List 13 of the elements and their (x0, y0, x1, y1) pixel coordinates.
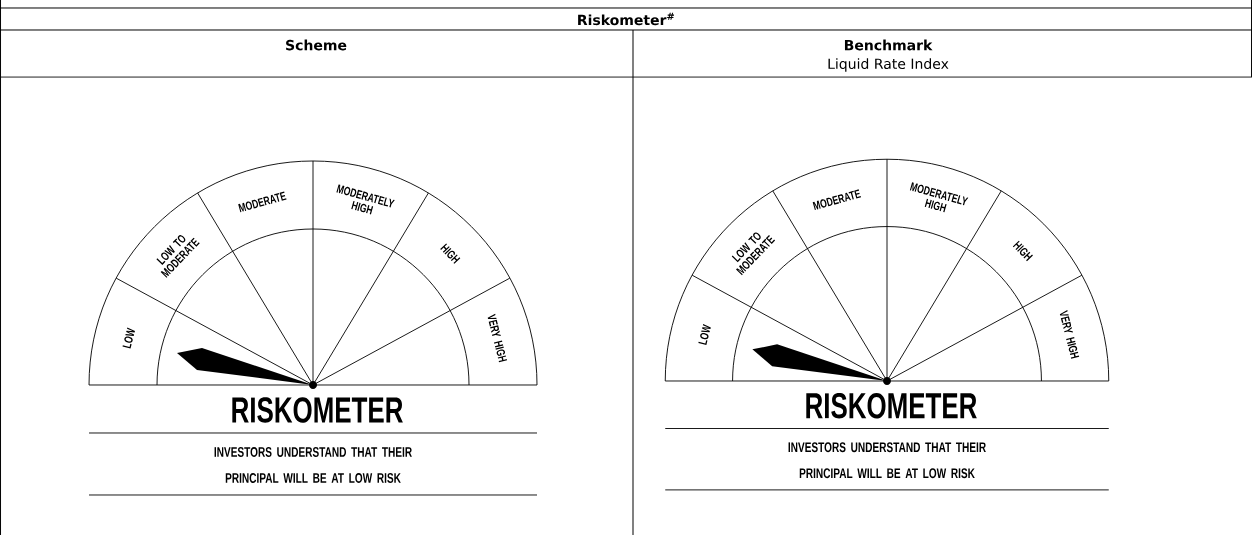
risk-statement: INVESTORS UNDERSTAND THAT THEIR PRINCIPAL WILL BE AT LOW RISK (214, 447, 412, 483)
segment-label: HIGH (1012, 240, 1033, 262)
gauge-title: RISKOMETER (806, 393, 977, 419)
gauge-title: RISKOMETER (232, 397, 403, 423)
column-header: Benchmark (844, 39, 933, 51)
risk-statement: INVESTORS UNDERSTAND THAT THEIR PRINCIPAL WILL BE AT LOW RISK (788, 442, 986, 479)
benchmark-name: Liquid Rate Index (828, 58, 949, 72)
segment-label: LOW (698, 323, 711, 345)
segment-label: VERY HIGH (1059, 310, 1080, 359)
segment-label: VERY HIGH (487, 313, 507, 363)
table-title: Riskometer$^{#}$ (578, 12, 674, 26)
segment-label: LOW (122, 327, 135, 349)
column-header: Scheme (286, 39, 347, 51)
